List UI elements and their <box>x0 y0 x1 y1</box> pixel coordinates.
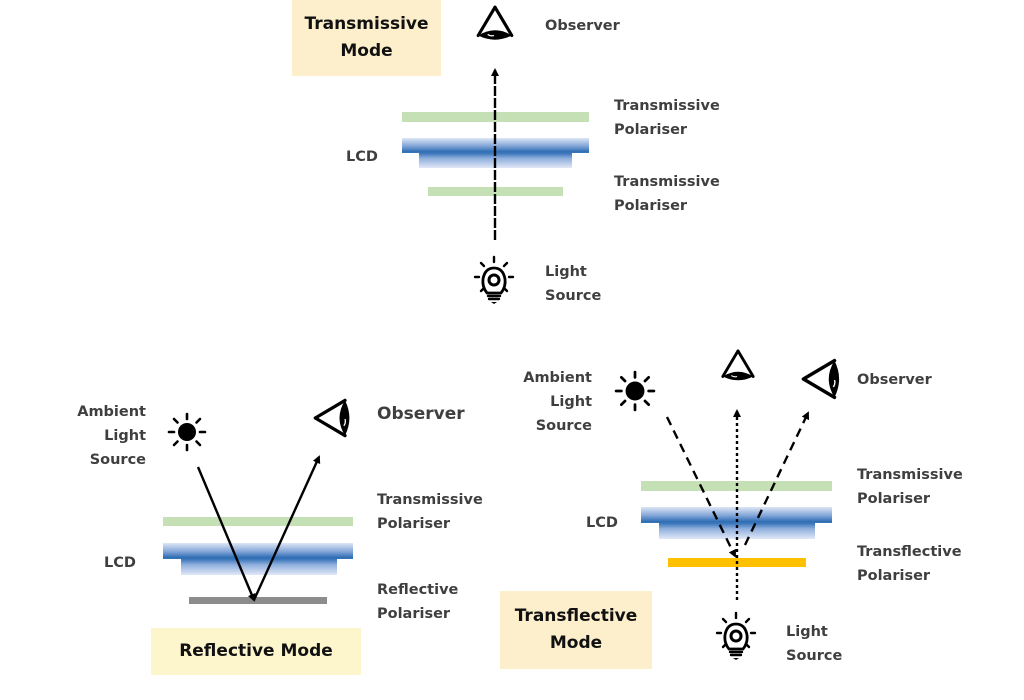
light-bulb-icon <box>715 611 757 662</box>
transflective-mode-box <box>500 591 652 669</box>
transmissive-lcd-upper <box>402 138 589 153</box>
transmissive-mode-title: Transmissive Mode <box>304 14 429 61</box>
transflective-mode-title: Transflective Mode <box>514 606 638 653</box>
reflective-mode-title: Reflective Mode <box>179 641 333 661</box>
reflective-polariser-bar <box>189 597 327 604</box>
eye-icon <box>720 349 756 383</box>
ambient-light-label: Ambient Light Source <box>77 404 146 468</box>
observer-label: Observer <box>377 404 465 424</box>
sun-icon <box>167 412 207 452</box>
light-bulb-icon <box>473 255 515 306</box>
transmissive-panel <box>292 0 589 306</box>
ambient-light-label: Ambient Light Source <box>523 370 592 434</box>
lcd-label: LCD <box>104 555 136 571</box>
light-source-label: Light Source <box>545 264 602 304</box>
reflective-lcd-lower <box>181 559 337 575</box>
top-polariser-label: Transmissive Polariser <box>614 98 720 138</box>
reflected-ray <box>252 455 321 601</box>
lcd-label: LCD <box>346 149 378 165</box>
observer-label: Observer <box>857 372 932 388</box>
reflective-mode-box <box>151 628 361 675</box>
reflective-top-polariser <box>163 517 353 526</box>
sun-icon <box>614 370 656 412</box>
transmissive-mode-box <box>292 0 441 76</box>
bottom-polariser-label: Reflective Polariser <box>377 582 459 622</box>
ambient-ray-in <box>665 416 737 558</box>
bottom-polariser-label: Transmissive Polariser <box>614 174 720 214</box>
eye-icon <box>801 358 841 400</box>
bottom-polariser-label: Transflective Polariser <box>857 544 962 584</box>
eye-icon <box>476 5 514 42</box>
reflective-lcd-upper <box>163 543 353 559</box>
light-source-label: Light Source <box>786 624 843 664</box>
lcd-label: LCD <box>586 515 618 531</box>
reflective-panel <box>151 398 361 675</box>
observer-label: Observer <box>545 18 620 34</box>
top-polariser-label: Transmissive Polariser <box>377 492 483 532</box>
incident-ray <box>196 466 256 602</box>
top-polariser-label: Transmissive Polariser <box>857 467 963 507</box>
transflective-panel <box>500 349 841 669</box>
eye-icon <box>313 398 352 438</box>
reflected-ray-out <box>743 411 810 546</box>
